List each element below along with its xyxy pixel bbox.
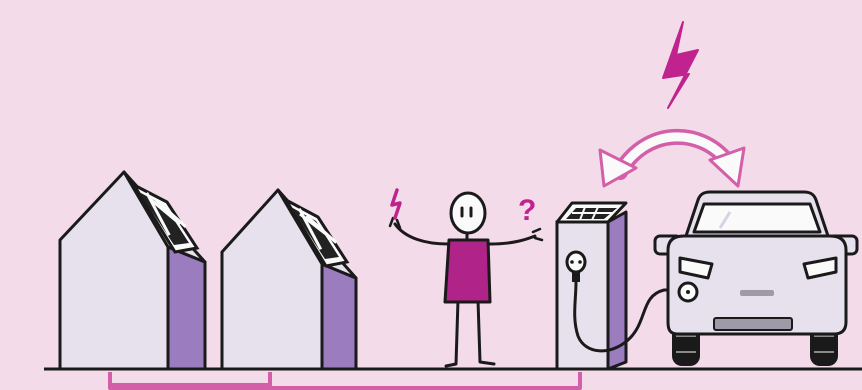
grid-cable xyxy=(110,372,580,388)
house-with-solar-panel-icon xyxy=(222,190,356,369)
lightning-bolt-icon xyxy=(663,22,698,108)
question-mark-icon: ? xyxy=(518,194,536,227)
bidirectional-arrow-icon xyxy=(600,137,744,186)
ev-charger-icon xyxy=(557,203,626,369)
small-lightning-icon xyxy=(392,190,400,218)
electric-car-icon xyxy=(655,192,857,366)
house-with-solar-panel-icon xyxy=(60,172,205,369)
